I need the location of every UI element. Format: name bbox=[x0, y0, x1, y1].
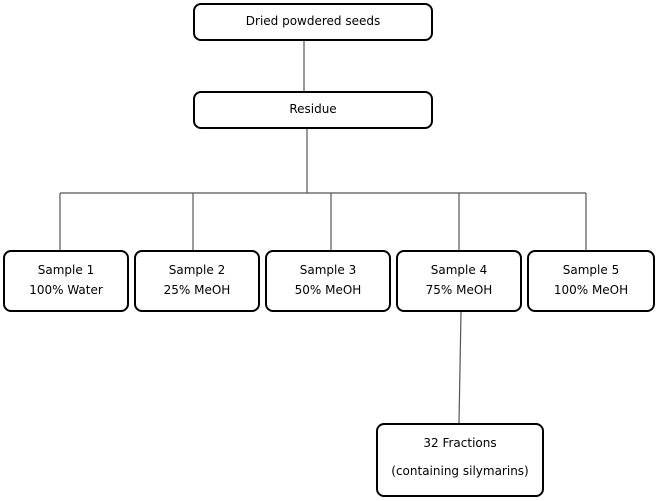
residue-label: Residue bbox=[289, 102, 337, 116]
sample-4-solvent: 75% MeOH bbox=[425, 283, 493, 297]
fractions-box: 32 Fractions (containing silymarins) bbox=[376, 423, 544, 497]
sample-3-title: Sample 3 bbox=[299, 263, 357, 277]
dried-powdered-seeds-box: Dried powdered seeds bbox=[193, 3, 433, 41]
sample-5-solvent: 100% MeOH bbox=[553, 283, 629, 297]
sample-2-title: Sample 2 bbox=[168, 263, 226, 277]
sample-1-box: Sample 1 100% Water bbox=[3, 250, 129, 312]
fractions-title: 32 Fractions bbox=[423, 436, 497, 450]
connector-sample-4-to-fractions bbox=[458, 311, 462, 424]
sample-2-solvent: 25% MeOH bbox=[163, 283, 231, 297]
sample-1-title: Sample 1 bbox=[37, 263, 95, 277]
sample-4-box: Sample 4 75% MeOH bbox=[396, 250, 522, 312]
sample-2-box: Sample 2 25% MeOH bbox=[134, 250, 260, 312]
sample-4-title: Sample 4 bbox=[430, 263, 488, 277]
sample-5-title: Sample 5 bbox=[562, 263, 620, 277]
sample-1-solvent: 100% Water bbox=[29, 283, 103, 297]
sample-3-solvent: 50% MeOH bbox=[294, 283, 362, 297]
dried-powdered-seeds-label: Dried powdered seeds bbox=[245, 14, 381, 28]
sample-3-box: Sample 3 50% MeOH bbox=[265, 250, 391, 312]
sample-5-box: Sample 5 100% MeOH bbox=[527, 250, 655, 312]
residue-box: Residue bbox=[193, 91, 433, 129]
fractions-note: (containing silymarins) bbox=[391, 464, 529, 478]
